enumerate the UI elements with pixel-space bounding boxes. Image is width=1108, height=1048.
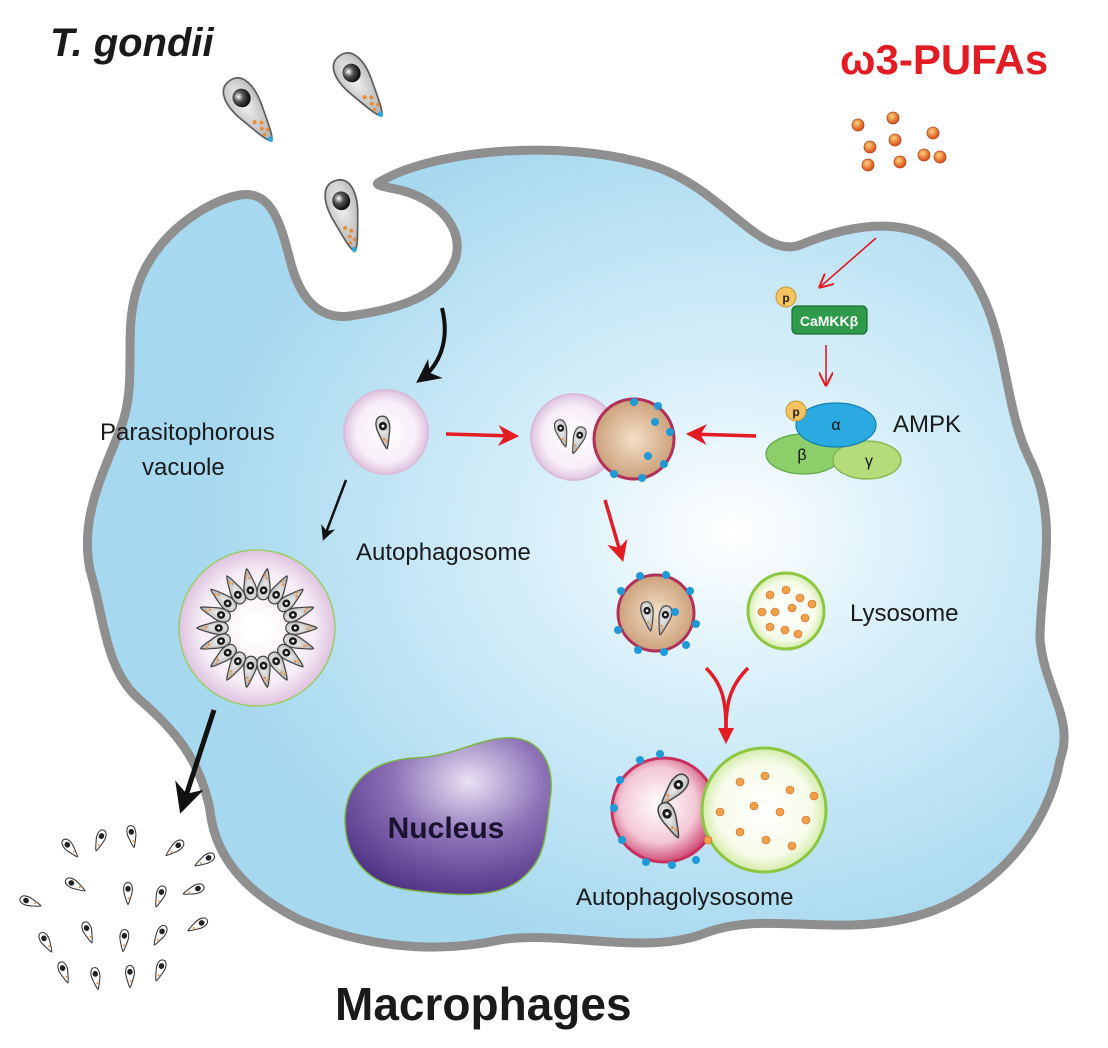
released-parasite — [36, 930, 57, 955]
extracellular-parasite — [216, 71, 286, 151]
camkk-label: CaMKKβ — [800, 313, 859, 329]
released-parasite — [79, 920, 97, 945]
released-parasite — [123, 881, 133, 906]
ampk-gamma-label: γ — [865, 453, 873, 470]
ampk-phospho-label: p — [792, 405, 799, 419]
parasitophorous-vacuole — [343, 389, 429, 475]
lysosome — [746, 571, 826, 651]
released-parasite — [192, 850, 217, 871]
released-parasite — [151, 884, 169, 909]
released-parasite — [181, 881, 206, 899]
extracellular-parasite — [326, 46, 396, 126]
pv-label-line2: vacuole — [142, 454, 225, 481]
organism-label: T. gondii — [50, 21, 215, 65]
nucleus: Nucleus — [344, 737, 552, 896]
released-parasite — [59, 836, 82, 861]
released-parasite — [55, 960, 73, 985]
nucleus-label: Nucleus — [388, 812, 505, 845]
released-parasite — [125, 824, 139, 849]
released-parasite — [63, 875, 88, 896]
released-parasite — [18, 893, 43, 911]
invading-parasite — [320, 175, 371, 257]
autophagosome — [614, 571, 700, 656]
camkk-phospho-label: p — [782, 291, 789, 305]
compound-label: ω3-PUFAs — [840, 36, 1048, 83]
ampk-complex: α β γ p — [765, 400, 902, 480]
released-parasites — [18, 824, 217, 991]
released-parasite — [118, 928, 130, 953]
entry-arrow — [416, 307, 447, 383]
autophagosome-forming — [530, 393, 676, 482]
pv-label-line1: Parasitophorous — [100, 419, 275, 446]
pufa-molecules — [851, 111, 947, 172]
pv-to-autophagosome-arrow — [445, 425, 520, 447]
fusion-arrow — [704, 666, 750, 744]
ampk-beta-label: β — [797, 447, 806, 464]
released-parasite — [149, 923, 170, 948]
pufa-to-camkk-arrow — [820, 237, 877, 287]
replicating-vacuole — [178, 549, 336, 707]
ampk-to-autophagosome-arrow — [685, 424, 757, 446]
released-parasite — [89, 966, 103, 991]
released-parasite — [185, 915, 210, 936]
cell-label: Macrophages — [335, 978, 632, 1030]
egress-arrow — [175, 709, 217, 814]
macrophage-cell — [82, 145, 1069, 952]
autophagosome-label: Autophagosome — [356, 539, 531, 566]
camkk-kinase: CaMKKβ p — [775, 286, 868, 335]
ampk-alpha-label: α — [831, 417, 840, 434]
released-parasite — [125, 964, 135, 989]
replication-arrow — [321, 479, 348, 541]
to-autophagosome-arrow — [603, 499, 628, 563]
released-parasite — [91, 828, 109, 853]
lysosome-label: Lysosome — [850, 600, 959, 627]
released-parasite — [151, 958, 169, 983]
ampk-label: AMPK — [893, 411, 961, 438]
autophagolysosome-label: Autophagolysosome — [576, 884, 793, 911]
released-parasite — [162, 837, 187, 860]
autophagolysosome — [610, 746, 828, 874]
